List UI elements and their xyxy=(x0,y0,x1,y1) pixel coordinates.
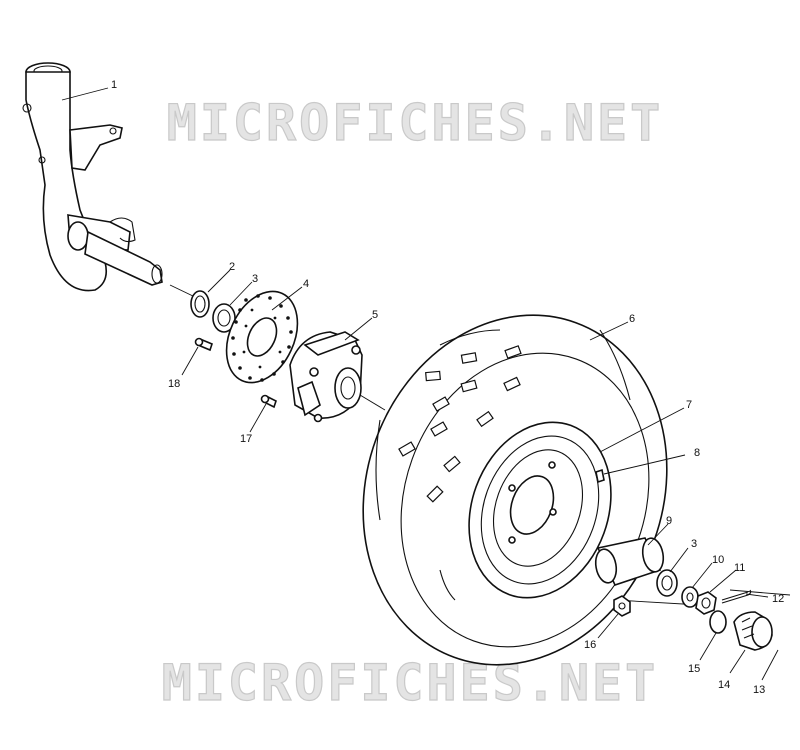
castle-nut xyxy=(695,591,717,615)
washer xyxy=(681,586,699,608)
callout-1: 1 xyxy=(111,79,117,91)
lug-nut xyxy=(613,595,631,617)
callout-11: 11 xyxy=(734,562,745,574)
callout-17: 17 xyxy=(240,433,252,445)
stud-18 xyxy=(194,337,213,352)
callout-7: 7 xyxy=(686,399,692,411)
wheel-hub xyxy=(289,331,363,423)
callout-3-left: 3 xyxy=(252,273,258,285)
callout-5: 5 xyxy=(372,309,378,321)
callout-8: 8 xyxy=(694,447,700,459)
callout-2: 2 xyxy=(229,261,235,273)
steering-knuckle xyxy=(22,62,163,292)
brake-disc xyxy=(225,290,299,384)
hub-cap xyxy=(733,611,773,651)
bearing-3-right xyxy=(656,569,678,597)
cotter-pin xyxy=(721,589,752,604)
callout-16: 16 xyxy=(584,639,596,651)
seal-2 xyxy=(190,290,210,318)
callout-15: 15 xyxy=(688,663,700,675)
callout-10: 10 xyxy=(712,554,724,566)
spacer-tube xyxy=(594,537,665,586)
stud-17 xyxy=(260,394,277,409)
valve-stem xyxy=(595,468,605,484)
wheel-rim xyxy=(468,421,612,599)
callout-3-right: 3 xyxy=(691,538,697,550)
bearing-3-left xyxy=(212,303,236,333)
callout-18: 18 xyxy=(168,378,180,390)
callout-4: 4 xyxy=(303,278,309,290)
callout-12: 12 xyxy=(772,593,784,605)
o-ring xyxy=(709,610,727,634)
callout-14: 14 xyxy=(718,679,730,691)
callout-9: 9 xyxy=(666,515,672,527)
watermark-bottom: MICROFICHES.NET xyxy=(162,654,659,712)
leader-lines xyxy=(61,87,779,681)
watermark-top: MICROFICHES.NET xyxy=(167,94,664,152)
callout-13: 13 xyxy=(753,684,765,696)
callout-labels: 1 2 3 4 5 6 7 8 9 3 10 11 12 13 14 15 16… xyxy=(111,79,784,696)
callout-6: 6 xyxy=(629,313,635,325)
